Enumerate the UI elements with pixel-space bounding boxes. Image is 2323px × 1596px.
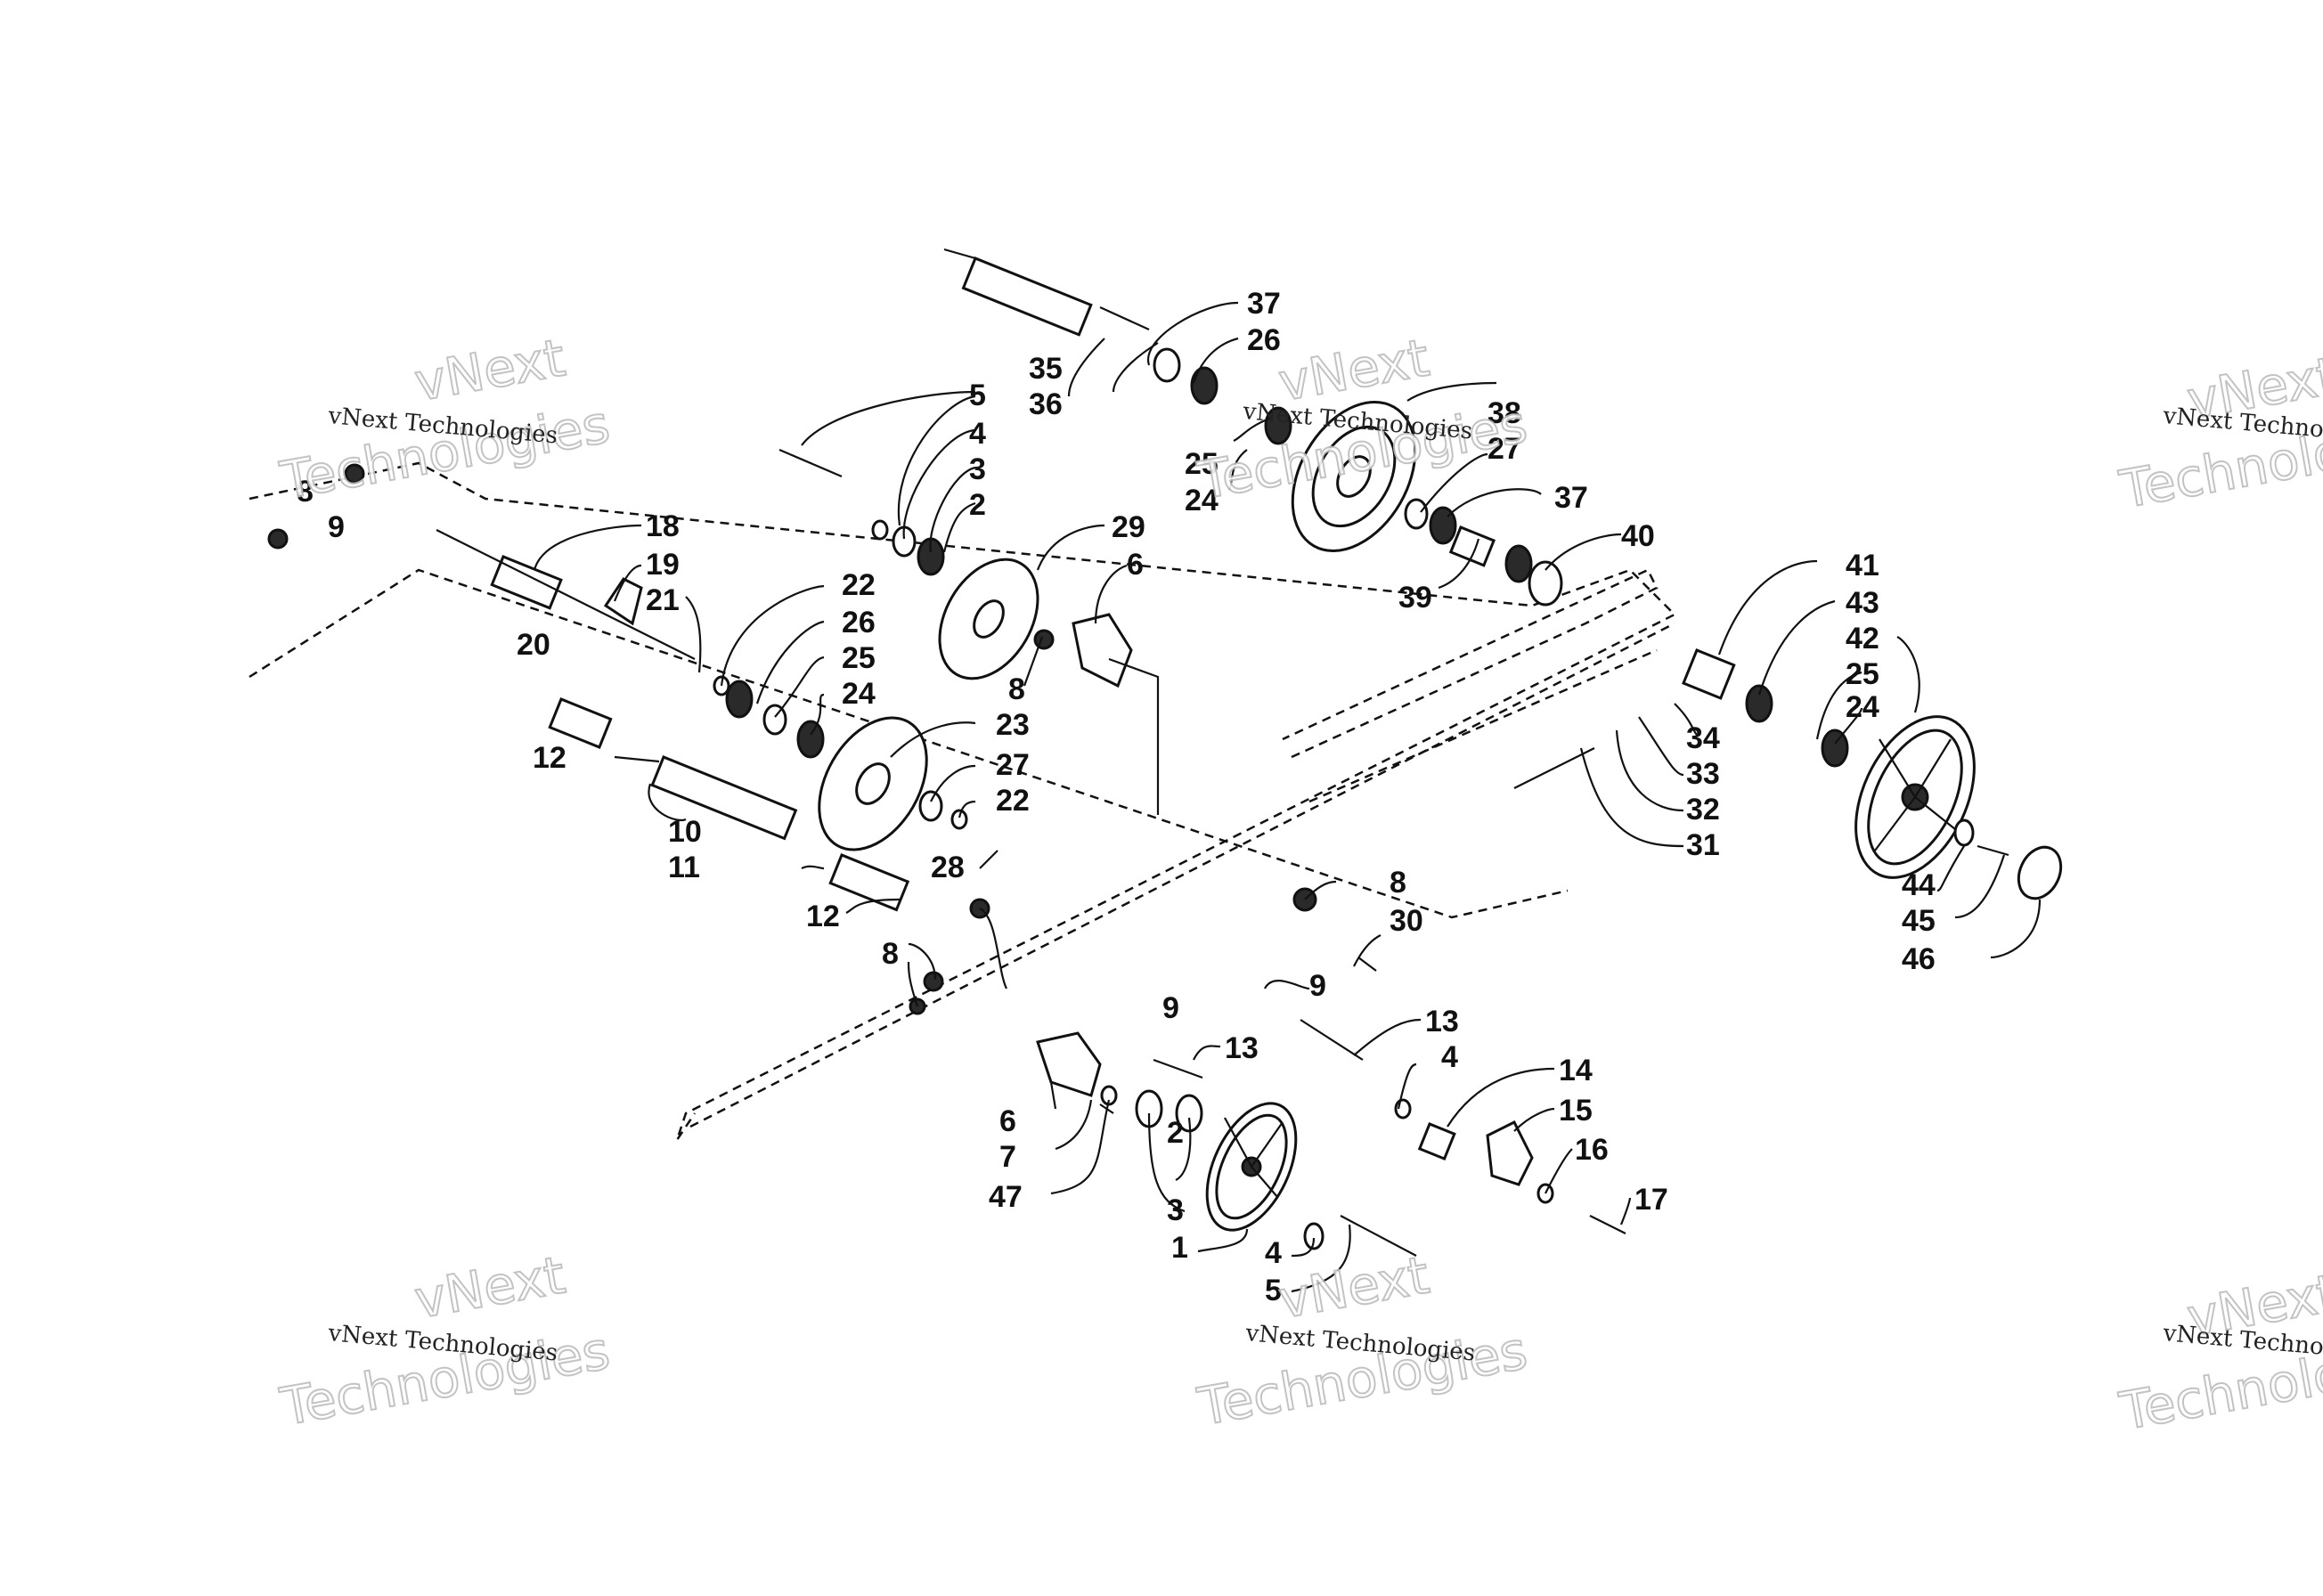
- label-33: 33: [1686, 757, 1720, 791]
- label-47: 47: [989, 1180, 1023, 1214]
- label-25c: 25: [1846, 657, 1879, 691]
- label-19: 19: [646, 548, 680, 582]
- label-24c: 24: [1846, 690, 1879, 724]
- label-16: 16: [1575, 1133, 1609, 1167]
- label-11: 11: [668, 851, 700, 884]
- shaft-10: [548, 697, 910, 912]
- label-45: 45: [1902, 904, 1936, 938]
- label-8d: 8: [1390, 866, 1406, 900]
- leader-lines: [533, 301, 2042, 1293]
- label-37a: 37: [1247, 287, 1281, 321]
- label-5b: 5: [969, 379, 986, 412]
- label-3b: 3: [969, 452, 986, 486]
- label-28: 28: [931, 851, 965, 884]
- svg-text:vNext: vNext: [1275, 1244, 1434, 1330]
- wheel-1: [1205, 1102, 1298, 1232]
- label-36: 36: [1029, 387, 1063, 421]
- label-43: 43: [1846, 586, 1879, 620]
- label-8a: 8: [297, 475, 314, 509]
- label-20: 20: [517, 628, 550, 662]
- label-25: 25: [842, 641, 876, 675]
- label-22: 22: [842, 568, 876, 602]
- label-24b: 24: [1185, 484, 1219, 517]
- label-17: 17: [1634, 1183, 1668, 1217]
- label-14: 14: [1559, 1054, 1593, 1087]
- left-rail: [249, 461, 1677, 1141]
- label-22b: 22: [996, 784, 1030, 818]
- wheel-23: [818, 716, 928, 851]
- upper-shaft-35: [943, 248, 1150, 337]
- wheel-29: [938, 558, 1039, 680]
- label-6b: 6: [1127, 548, 1144, 582]
- label-27b: 27: [1488, 432, 1521, 466]
- shaft-18: [436, 529, 696, 660]
- label-8b: 8: [1008, 672, 1025, 706]
- wheel-38: [1291, 400, 1417, 553]
- label-3: 3: [1167, 1193, 1184, 1227]
- label-29: 29: [1112, 510, 1145, 544]
- label-10: 10: [668, 815, 702, 849]
- label-8c: 8: [882, 937, 899, 971]
- label-35: 35: [1029, 352, 1063, 386]
- label-27: 27: [996, 748, 1030, 782]
- label-18: 18: [646, 509, 680, 543]
- label-9a: 9: [328, 510, 345, 544]
- right-rail: [1282, 568, 1659, 803]
- label-42: 42: [1846, 622, 1879, 656]
- label-4b: 4: [969, 417, 986, 451]
- label-2b: 2: [969, 488, 986, 522]
- brackets-and-bolts: [603, 448, 2009, 1257]
- svg-text:vNext: vNext: [411, 327, 570, 412]
- label-23: 23: [996, 708, 1030, 742]
- label-38: 38: [1488, 396, 1521, 430]
- label-32: 32: [1686, 793, 1720, 826]
- label-13a: 13: [1225, 1031, 1259, 1065]
- label-44: 44: [1902, 868, 1936, 902]
- label-30: 30: [1390, 904, 1423, 938]
- cap-46: [2017, 845, 2063, 900]
- label-13b: 13: [1425, 1005, 1459, 1038]
- label-15: 15: [1559, 1094, 1593, 1128]
- label-39: 39: [1398, 581, 1432, 615]
- label-4c: 4: [1441, 1040, 1458, 1074]
- label-25b: 25: [1185, 447, 1219, 481]
- label-24: 24: [842, 677, 876, 711]
- label-26b: 26: [1247, 323, 1281, 357]
- svg-text:vNext: vNext: [411, 1244, 570, 1330]
- label-26: 26: [842, 606, 876, 639]
- label-9b: 9: [1162, 991, 1179, 1025]
- label-1: 1: [1171, 1231, 1188, 1265]
- label-9c: 9: [1309, 969, 1326, 1003]
- label-34: 34: [1686, 721, 1720, 755]
- label-12a: 12: [533, 741, 566, 775]
- label-46: 46: [1902, 942, 1936, 976]
- part-labels: 1 2 3 4 5 6 7 47 8 9 5 4 3 2 29 6 8 18 1…: [297, 287, 1936, 1307]
- label-5: 5: [1265, 1274, 1282, 1307]
- label-40: 40: [1621, 519, 1655, 553]
- label-6: 6: [999, 1104, 1016, 1138]
- label-12b: 12: [806, 900, 840, 933]
- label-31: 31: [1686, 828, 1720, 862]
- label-37b: 37: [1554, 481, 1588, 515]
- label-4: 4: [1265, 1236, 1282, 1270]
- label-41: 41: [1846, 549, 1879, 582]
- label-21: 21: [646, 583, 680, 617]
- label-2: 2: [1167, 1116, 1184, 1150]
- svg-text:Technologies: Technologies: [276, 394, 615, 511]
- wheel-42: [1854, 715, 1976, 879]
- label-7: 7: [999, 1140, 1016, 1174]
